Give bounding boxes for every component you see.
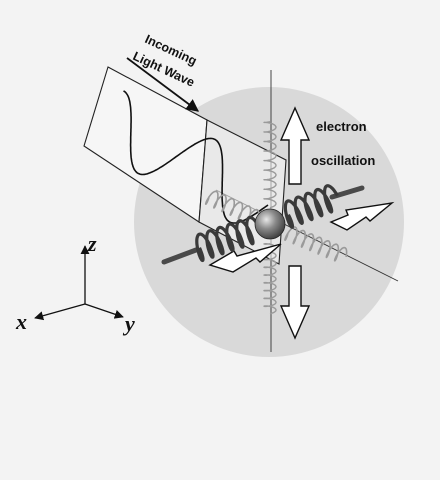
- incoming-direction-arrow: [126, 57, 200, 112]
- spring-top: [263, 121, 277, 209]
- springs-back: [204, 121, 348, 315]
- arrow-up-icon: [279, 106, 311, 185]
- light-wave: [123, 90, 269, 224]
- arrow-right-icon: [329, 201, 395, 231]
- spring-front-right: [284, 226, 348, 262]
- z-axis-label: z: [87, 231, 97, 256]
- coordinate-axes: [34, 245, 124, 321]
- oscillation-arrows: [208, 106, 395, 340]
- oscillation-label-line2: oscillation: [311, 153, 375, 168]
- arrow-left-icon: [208, 243, 282, 273]
- arrow-down-icon: [279, 265, 311, 340]
- spring-back-left: [204, 190, 260, 224]
- y-axis-line: [84, 303, 124, 319]
- spring-left: [195, 215, 261, 263]
- springs-front: [195, 184, 339, 263]
- y-axis-label: y: [122, 311, 135, 336]
- electron: [254, 208, 286, 240]
- x-axis-line: [34, 303, 86, 321]
- x-axis-label: x: [15, 309, 27, 334]
- oscillation-label-line1: electron: [316, 119, 367, 134]
- spring-right: [283, 184, 339, 229]
